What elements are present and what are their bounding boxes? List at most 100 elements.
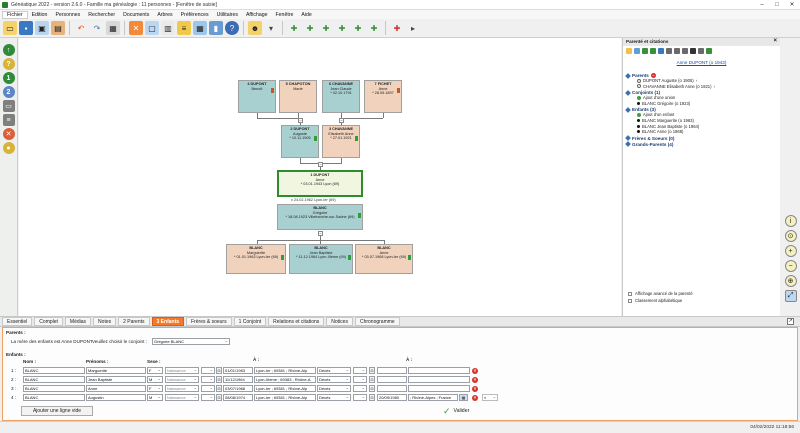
grandparents-section[interactable]: Grands-Parents (4) (623, 141, 780, 148)
death-event-select[interactable]: Décès (317, 376, 351, 383)
death-place-field[interactable] (408, 367, 470, 374)
minimize-icon[interactable]: – (760, 1, 764, 8)
menu-edition[interactable]: Edition (31, 11, 48, 18)
monitor-icon[interactable]: ▭ (2, 100, 15, 112)
tree-icon[interactable] (642, 48, 648, 54)
validate-button[interactable]: ✓ Valider (443, 406, 469, 416)
child-firstname-field[interactable]: Marguerite (86, 367, 146, 374)
add-spouse-icon[interactable]: ✚ (370, 23, 378, 33)
child-firstname-field[interactable]: Anne (86, 385, 146, 392)
list-icon[interactable] (674, 48, 680, 54)
birth-date-field[interactable]: 08/08/1974 (223, 394, 253, 401)
birth-place-field[interactable]: Lyon-IIIème ; 69383 ; Rhône-A (254, 376, 316, 383)
date-modifier-select[interactable] (201, 394, 215, 401)
tab-medias[interactable]: Médias (64, 317, 92, 326)
child-card[interactable]: BLANC Anne * 03.07.1968 Lyon-Ier (69) (355, 244, 413, 274)
child-sex-select[interactable]: F (147, 385, 163, 392)
zoom-fit-icon[interactable]: ⊙ (784, 230, 797, 242)
child-sex-select[interactable]: M (147, 394, 163, 401)
current-person-link[interactable]: Anne DUPONT (o 1943) (676, 60, 727, 65)
panel-entry[interactable]: BLANC Grégoire (o 1923) (623, 101, 780, 107)
date-modifier-select[interactable] (201, 385, 215, 392)
death-place-field[interactable]: ; Rhône-Alpes ; France (408, 394, 458, 401)
text-icon[interactable] (682, 48, 688, 54)
child-lastname-field[interactable]: BLANC (23, 367, 85, 374)
refresh-icon[interactable] (658, 48, 664, 54)
add-empty-row-button[interactable]: Ajouter une ligne vide (21, 406, 93, 416)
death-place-field[interactable] (408, 376, 470, 383)
add-parent-icon[interactable]: ✚ (306, 23, 314, 33)
menu-rechercher[interactable]: Rechercher (88, 11, 116, 18)
birth-date-field[interactable]: 03/07/1968 (223, 385, 253, 392)
grid-icon[interactable] (666, 48, 672, 54)
collapse-toggle[interactable]: − (318, 162, 323, 167)
person-card[interactable]: 4 DUPONT Benoît (238, 80, 276, 113)
marker-icon[interactable]: ✕ (2, 128, 15, 140)
add-person-icon[interactable]: ✚ (290, 23, 298, 33)
child-sex-select[interactable]: M (147, 376, 163, 383)
date-modifier-select[interactable] (353, 367, 367, 374)
tab-conjoint[interactable]: 1 Conjoint (233, 317, 267, 326)
date-modifier-select[interactable] (201, 367, 215, 374)
panel-entry[interactable]: DUPONT Auguste (o 1905)› (623, 78, 780, 84)
add-union-icon[interactable]: ✚ (354, 23, 362, 33)
tree-view-icon[interactable]: ▣ (35, 21, 49, 35)
panel-entry[interactable]: BLANC Marguerite (o 1963) (623, 118, 780, 124)
delete-row-icon[interactable]: × (472, 368, 478, 374)
tab-essentiel[interactable]: Essentiel (2, 317, 33, 326)
tools-icon[interactable]: ✕ (129, 21, 143, 35)
date-modifier-select[interactable] (201, 376, 215, 383)
panel-entry[interactable]: BLANC Anne (o 1968) (623, 129, 780, 135)
export-icon[interactable] (690, 48, 696, 54)
birth-place-field[interactable]: Lyon-Ier ; 69381 ; Rhône-Alp (254, 394, 316, 401)
save-icon[interactable]: ▪ (19, 21, 33, 35)
tab-complet[interactable]: Complet (34, 317, 63, 326)
person-card[interactable]: 6 CHAVANNE Jean Claude * 02.10.1791 (322, 80, 360, 113)
menu-documents[interactable]: Documents (123, 11, 150, 18)
folder-open-icon[interactable]: ▭ (3, 21, 17, 35)
date-modifier-select[interactable] (353, 385, 367, 392)
parents-section[interactable]: Parents− (623, 72, 780, 79)
menu-fenetre[interactable]: Fenêtre (275, 11, 294, 18)
tab-enfants[interactable]: 3 Enfants (151, 317, 185, 326)
menu-preferences[interactable]: Préférences (180, 11, 209, 18)
advanced-kinship-checkbox[interactable]: Affichage avancé de la parenté (623, 291, 781, 296)
date-modifier-select[interactable] (353, 376, 367, 383)
add-sibling-icon[interactable]: ✚ (322, 23, 330, 33)
delete-row-icon[interactable]: × (472, 386, 478, 392)
menu-affichage[interactable]: Affichage (245, 11, 268, 18)
tab-notes[interactable]: Notes (93, 317, 117, 326)
expand-arrow-icon[interactable]: › (713, 83, 715, 89)
search-place-select[interactable]: ⌕ (482, 394, 498, 401)
death-event-select[interactable]: Décès (317, 367, 351, 374)
zoom-in-icon[interactable]: + (784, 245, 797, 257)
death-event-select[interactable]: Décès (317, 385, 351, 392)
collapse-toggle[interactable]: − (298, 118, 303, 123)
calendar-button[interactable]: G (369, 376, 375, 383)
date-modifier-select[interactable] (353, 394, 367, 401)
print-icon[interactable]: ▦ (106, 21, 120, 35)
child-sex-select[interactable]: F (147, 367, 163, 374)
child-lastname-field[interactable]: BLANC (23, 394, 85, 401)
tab-relations[interactable]: Relations et citations (268, 317, 325, 326)
children-section[interactable]: Enfants (3) (623, 107, 780, 113)
help-icon[interactable]: ? (225, 21, 239, 35)
death-date-field[interactable]: 20/09/1980 (377, 394, 407, 401)
delete-row-icon[interactable]: × (472, 377, 478, 383)
alphabetical-sort-checkbox[interactable]: Classement alphabétique (623, 298, 781, 303)
add-child-icon[interactable]: ✚ (338, 23, 346, 33)
window-icon[interactable]: ▢ (145, 21, 159, 35)
person-card[interactable]: 3 CHAVANNE Elisabeth Anne * 27.01.1921 (322, 125, 360, 158)
checkbox-box[interactable] (628, 291, 632, 296)
menu-arbres[interactable]: Arbres (157, 11, 173, 18)
calendar-button[interactable]: G (216, 367, 222, 374)
collapse-toggle[interactable]: − (318, 231, 323, 236)
remove-icon[interactable]: − (650, 73, 656, 78)
calendar-button[interactable]: G (216, 394, 222, 401)
collapse-toggle[interactable]: − (339, 118, 344, 123)
child-lastname-field[interactable]: BLANC (23, 376, 85, 383)
family-sheet-icon[interactable]: ▤ (51, 21, 65, 35)
search-person-icon[interactable]: 2 (2, 86, 15, 98)
menu-personnes[interactable]: Personnes (55, 11, 81, 18)
close-panel-icon[interactable]: × (773, 38, 777, 44)
